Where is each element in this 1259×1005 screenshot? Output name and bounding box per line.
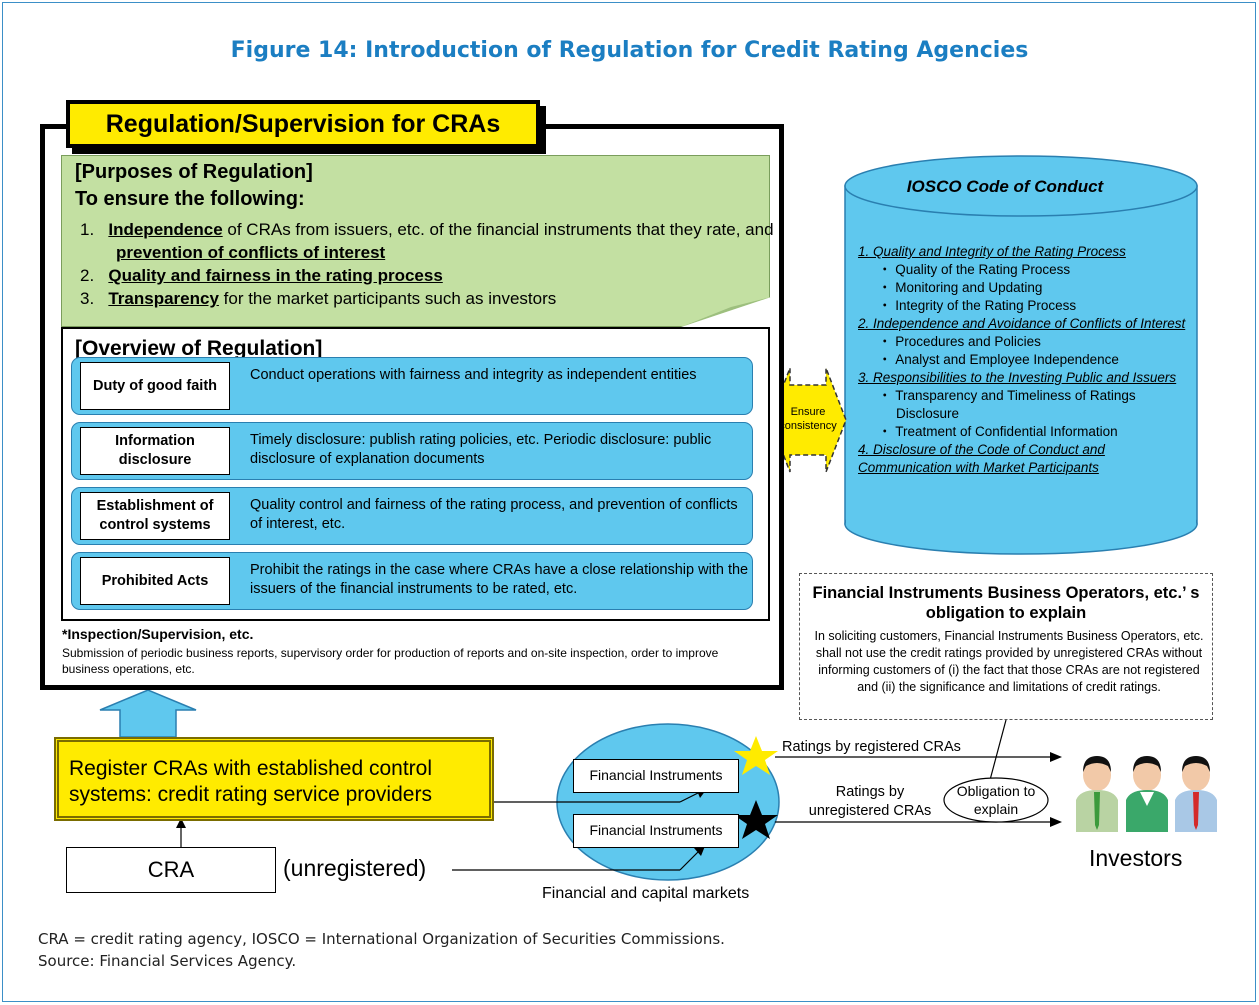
ratings-registered-label: Ratings by registered CRAs (782, 739, 961, 755)
iosco-bullet: ・ Treatment of Confidential Information (878, 424, 1118, 439)
obligation-text: In soliciting customers, Financial Instr… (814, 629, 1204, 694)
iosco-bullet: ・ Analyst and Employee Independence (878, 352, 1119, 367)
purposes-subheading: To ensure the following: (75, 188, 305, 210)
obligation-heading: Financial Instruments Business Operators… (812, 584, 1200, 622)
page-curl (681, 297, 771, 327)
iosco-list: 1. Quality and Integrity of the Rating P… (858, 243, 1190, 477)
note-line: Source: Financial Services Agency. (38, 952, 297, 970)
purpose-item: 3. Transparency for the market participa… (80, 289, 557, 308)
purposes-heading: [Purposes of Regulation] (75, 161, 313, 183)
financial-instruments-box: Financial Instruments (573, 759, 739, 793)
inspection-text: Submission of periodic business reports,… (62, 646, 719, 676)
iosco-section-heading: 2. Independence and Avoidance of Conflic… (858, 316, 1186, 331)
register-box: Register CRAs with established control s… (54, 737, 494, 821)
figure-title: Figure 14: Introduction of Regulation fo… (230, 38, 1029, 63)
investors-label: Investors (1089, 845, 1183, 871)
purpose-item: 1. Independence of CRAs from issuers, et… (80, 220, 774, 262)
registered-star-icon (734, 736, 778, 775)
unregistered-label: (unregistered) (283, 855, 427, 881)
cra-box: CRA (66, 847, 276, 893)
overview-heading: [Overview of Regulation] (75, 337, 323, 360)
financial-instruments-box: Financial Instruments (573, 814, 739, 848)
inspection-heading: *Inspection/Supervision, etc. (62, 626, 254, 642)
iosco-title: IOSCO Code of Conduct (906, 177, 1104, 196)
obligation-box (799, 573, 1213, 720)
iosco-bullet: ・ Transparency and Timeliness of Ratings… (878, 388, 1136, 421)
ensure-consistency-arrow (769, 367, 847, 473)
investor-person-icon (1175, 756, 1217, 832)
note-line: CRA = credit rating agency, IOSCO = Inte… (38, 930, 725, 948)
row-label: Information disclosure (80, 427, 230, 475)
row-label: Duty of good faith (80, 362, 230, 410)
regulation-row: Establishment of control systems Quality… (71, 487, 753, 545)
purpose-item: 2. Quality and fairness in the rating pr… (80, 266, 443, 285)
unregistered-star-icon (734, 800, 778, 839)
regulation-banner: Regulation/Supervision for CRAs (66, 100, 540, 148)
iosco-bullet: ・ Integrity of the Rating Process (878, 298, 1077, 313)
row-label: Establishment of control systems (80, 492, 230, 540)
markets-label: Financial and capital markets (542, 885, 750, 902)
row-text: Timely disclosure: publish rating polici… (250, 432, 712, 467)
regulation-row: Information disclosure Timely disclosure… (71, 422, 753, 480)
investor-person-icon (1126, 756, 1168, 832)
investor-person-icon (1076, 756, 1118, 832)
iosco-section-heading: 1. Quality and Integrity of the Rating P… (858, 244, 1126, 259)
figure-notes: CRA = credit rating agency, IOSCO = Inte… (38, 928, 725, 972)
iosco-bullet: ・ Monitoring and Updating (878, 280, 1043, 295)
purposes-list: 1. Independence of CRAs from issuers, et… (80, 218, 776, 310)
iosco-bullet: ・ Quality of the Rating Process (878, 262, 1071, 277)
obligation-ellipse (943, 777, 1049, 823)
regulation-row: Duty of good faith Conduct operations wi… (71, 357, 753, 415)
row-text: Prohibit the ratings in the case where C… (250, 562, 749, 597)
up-arrow (99, 689, 197, 738)
iosco-section-heading: 4. Disclosure of the Code of Conduct and… (858, 442, 1105, 475)
row-text: Quality control and fairness of the rati… (250, 497, 738, 532)
purposes-box: [Purposes of Regulation] To ensure the f… (61, 155, 774, 327)
iosco-bullet: ・ Procedures and Policies (878, 334, 1041, 349)
iosco-section-heading: 3. Responsibilities to the Investing Pub… (858, 370, 1177, 385)
regulation-row: Prohibited Acts Prohibit the ratings in … (71, 552, 753, 610)
row-label: Prohibited Acts (80, 557, 230, 605)
iosco-cylinder (844, 155, 1198, 555)
row-text: Conduct operations with fairness and int… (250, 367, 697, 383)
